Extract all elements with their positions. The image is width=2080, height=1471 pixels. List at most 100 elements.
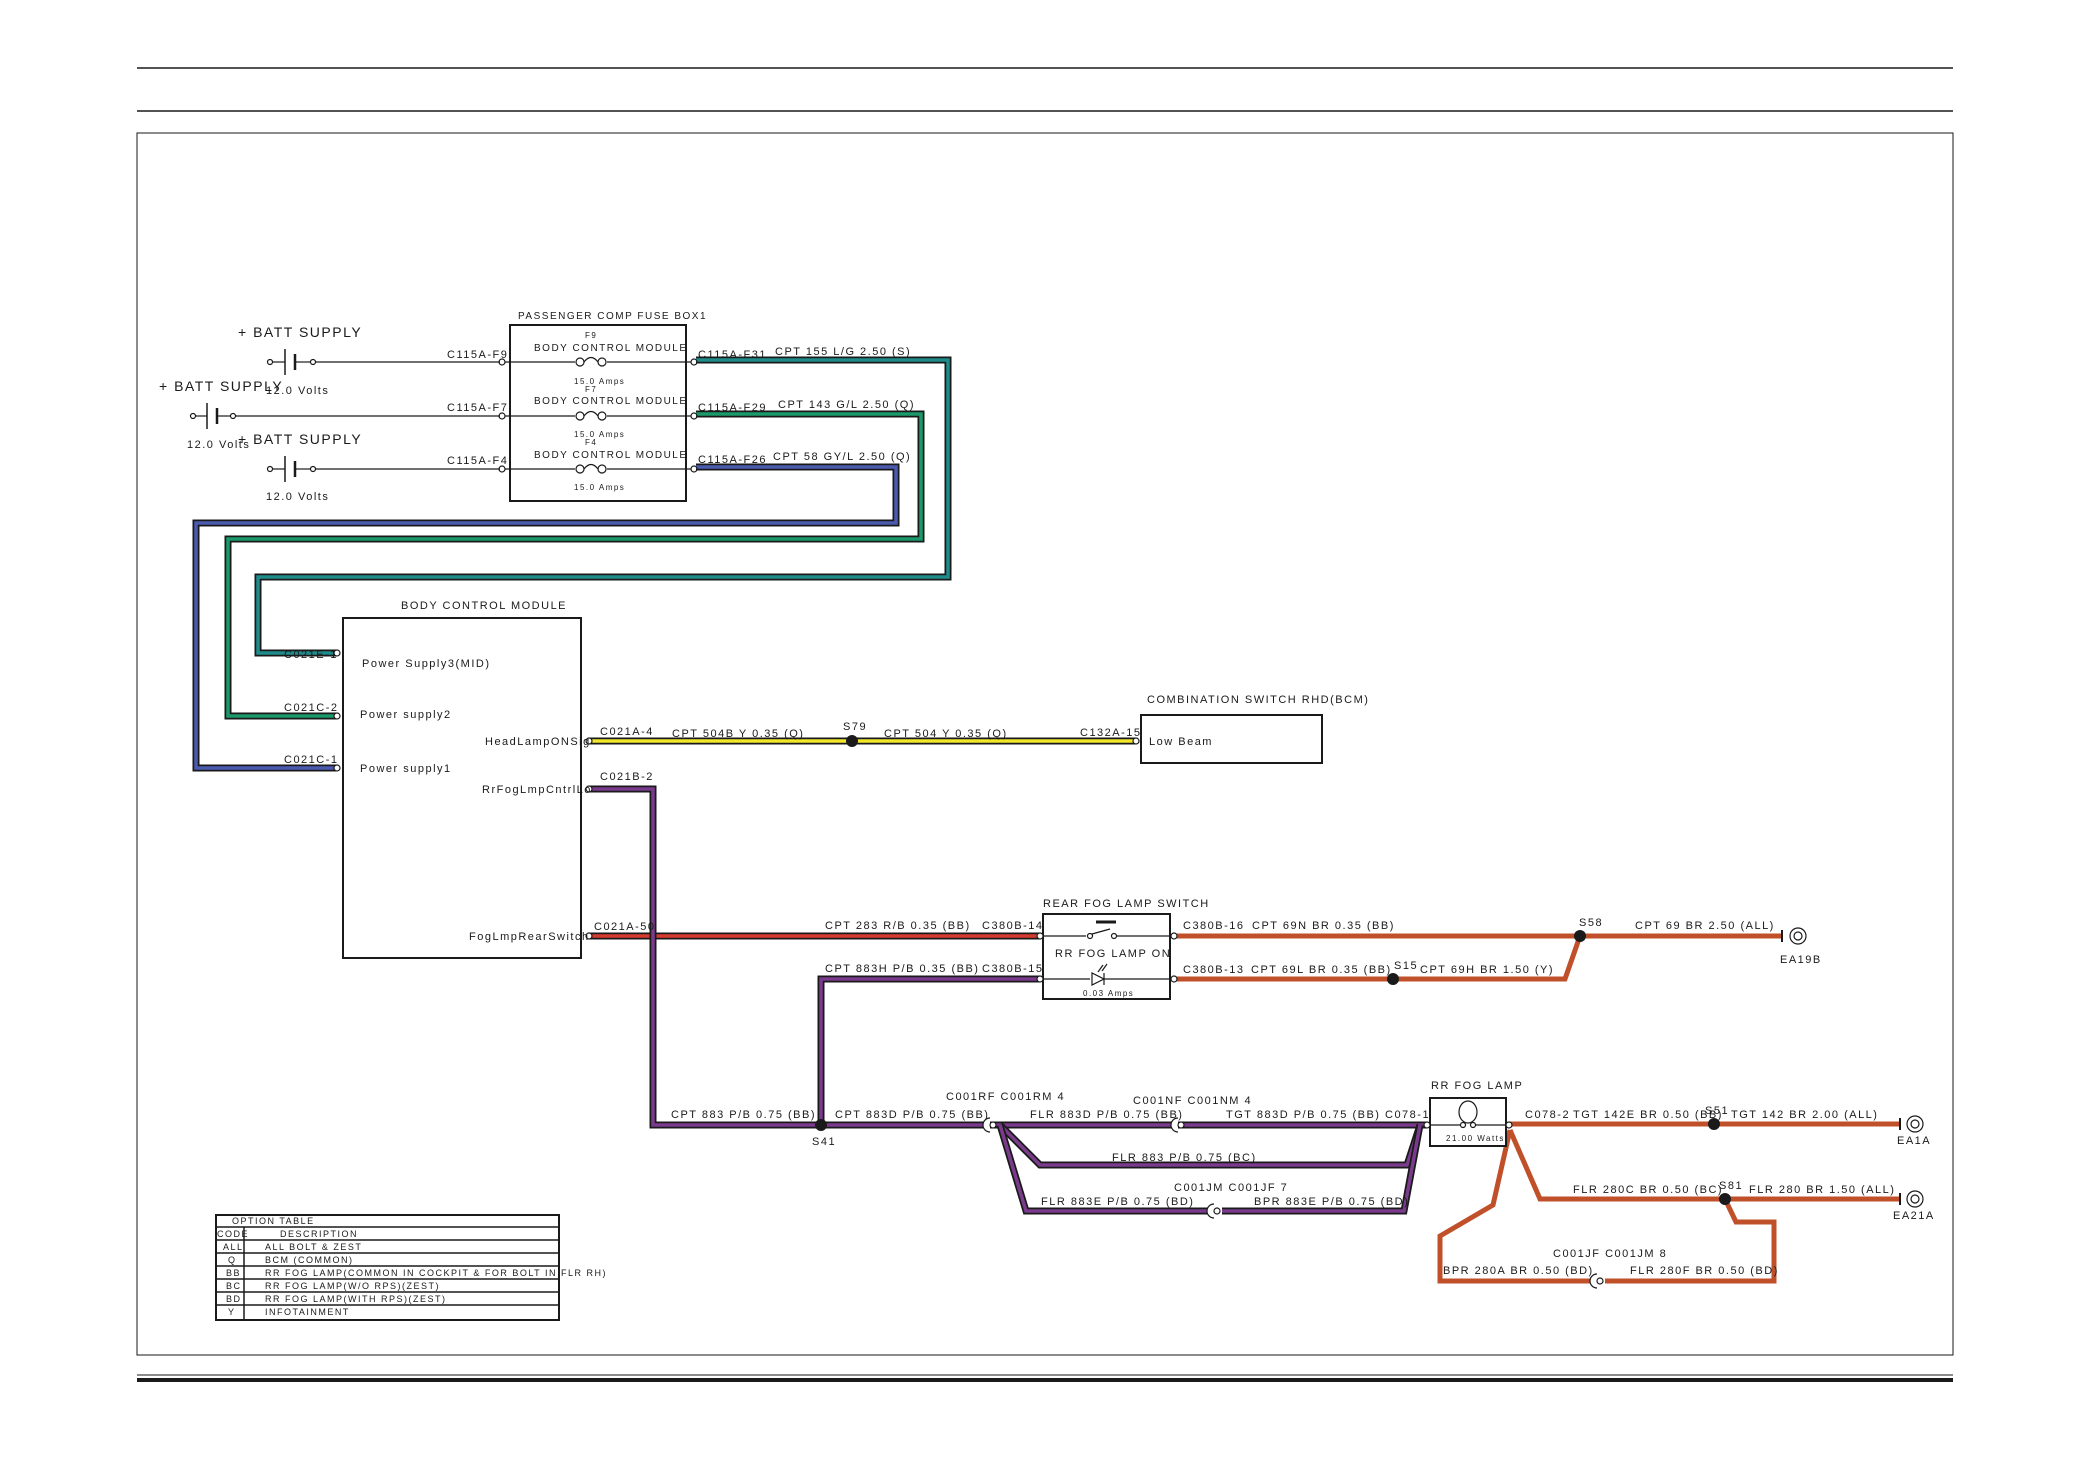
wire-142-label: TGT 142 BR 2.00 (ALL) xyxy=(1731,1109,1878,1121)
fog-conn-a50: C021A-50 xyxy=(594,921,656,933)
fusebox-title: PASSENGER COMP FUSE BOX1 xyxy=(518,311,707,322)
wire-58-label: CPT 58 GY/L 2.50 (Q) xyxy=(773,451,911,463)
wire-flr883-label: FLR 883 P/B 0.75 (BC) xyxy=(1112,1152,1257,1164)
pin-c132 xyxy=(1132,737,1140,745)
option-table-title: OPTION TABLE xyxy=(232,1216,315,1226)
bcm-headlamp-pin: HeadLampONSig xyxy=(485,736,591,748)
connector-c001jm xyxy=(1206,1203,1221,1219)
option-table-code: Q xyxy=(228,1255,237,1265)
wire-883d-label: CPT 883D P/B 0.75 (BB) xyxy=(835,1109,989,1121)
splice-s15 xyxy=(1387,973,1399,985)
splice-s79 xyxy=(846,735,858,747)
rr-fog-lamp-pins xyxy=(1423,1121,1513,1129)
wire-155-lg xyxy=(254,356,952,657)
fuse-f9-label: BODY CONTROL MODULE xyxy=(534,343,688,354)
combination-switch-low-beam: Low Beam xyxy=(1149,736,1213,748)
option-table-desc: RR FOG LAMP(WITH RPS)(ZEST) xyxy=(265,1294,447,1304)
wire-69l-label: CPT 69L BR 0.35 (BB) xyxy=(1251,964,1392,976)
combination-switch-frame xyxy=(1140,714,1323,764)
conn-c001jf: C001JF C001JM 8 xyxy=(1553,1248,1667,1260)
rr-fog-lamp-bulb xyxy=(1431,1100,1505,1129)
bcm-frame xyxy=(342,617,582,959)
wire-883h-label: CPT 883H P/B 0.35 (BB) xyxy=(825,963,979,975)
wire-280a-label: BPR 280A BR 0.50 (BD) xyxy=(1443,1265,1594,1277)
conn-c078-2: C078-2 xyxy=(1525,1109,1570,1121)
option-table-desc: RR FOG LAMP(W/O RPS)(ZEST) xyxy=(265,1281,440,1291)
fuse-f9-conn-in: C115A-F9 xyxy=(447,349,508,361)
fuse-f7-label: BODY CONTROL MODULE xyxy=(534,396,688,407)
wire-142e-label: TGT 142E BR 0.50 (BB) xyxy=(1573,1109,1723,1121)
bcm-power-supply-3: Power Supply3(MID) xyxy=(362,658,490,670)
headlamp-conn-a4: C021A-4 xyxy=(600,726,654,738)
wire-280f-label: FLR 280F BR 0.50 (BD) xyxy=(1630,1265,1779,1277)
option-table-code: BD xyxy=(226,1294,242,1304)
wire-143-gl xyxy=(224,410,925,720)
wire-283-label: CPT 283 R/B 0.35 (BB) xyxy=(825,920,971,932)
bcm-power-supply-2: Power supply2 xyxy=(360,709,452,721)
connector-c001nf xyxy=(1170,1117,1185,1133)
rear-fog-switch-frame xyxy=(1042,913,1171,1000)
option-table-code: BB xyxy=(226,1268,241,1278)
wire-69-br xyxy=(1176,933,1782,982)
bcm-conn-e1: C021E-1 xyxy=(284,649,338,661)
bcm-pins xyxy=(333,649,593,940)
wire-143-label: CPT 143 G/L 2.50 (Q) xyxy=(778,399,915,411)
fuse-f31-conn-out: C115A-F31 xyxy=(698,349,767,361)
fuse-f29-conn-out: C115A-F29 xyxy=(698,402,767,414)
rear-fog-switch-text: RR FOG LAMP ON xyxy=(1055,948,1171,960)
fog-conn-b14: C380B-14 xyxy=(982,920,1044,932)
fog-conn-b16: C380B-16 xyxy=(1183,920,1245,932)
option-table-header-code: CODE xyxy=(217,1229,249,1239)
fuse-f7-amps: 15.0 Amps xyxy=(574,430,625,439)
bcm-fogsw-pin: FogLmpRearSwitch xyxy=(469,931,590,943)
wire-883-pb xyxy=(588,785,1426,1215)
wire-58-gyl xyxy=(192,463,900,772)
option-table-desc: ALL BOLT & ZEST xyxy=(265,1242,362,1252)
fog-conn-b2: C021B-2 xyxy=(600,771,654,783)
wire-142-280-br xyxy=(1437,1121,1900,1284)
splice-s79-label: S79 xyxy=(843,721,867,733)
splice-s15-label: S15 xyxy=(1394,960,1418,972)
bcm-title: BODY CONTROL MODULE xyxy=(401,600,567,612)
batt-supply-3-label: + BATT SUPPLY xyxy=(238,431,362,447)
ground-ea1a xyxy=(1899,1115,1924,1133)
bcm-conn-c1: C021C-1 xyxy=(284,754,339,766)
wire-69h-label: CPT 69H BR 1.50 (Y) xyxy=(1420,964,1554,976)
fuse-f4-name: F4 xyxy=(585,438,597,447)
option-table-code: Y xyxy=(228,1307,236,1317)
wire-280c-label: FLR 280C BR 0.50 (BC) xyxy=(1573,1184,1723,1196)
page-frame xyxy=(136,67,1954,1382)
batt-supply-1-label: + BATT SUPPLY xyxy=(238,324,362,340)
fuse-f4-amps: 15.0 Amps xyxy=(574,483,625,492)
splice-s58 xyxy=(1574,930,1586,942)
bcm-power-supply-1: Power supply1 xyxy=(360,763,452,775)
splice-s81 xyxy=(1719,1193,1731,1205)
rear-fog-switch-symbol xyxy=(1044,920,1169,986)
splice-s41 xyxy=(815,1119,827,1131)
fog-conn-b15: C380B-15 xyxy=(982,963,1044,975)
option-table-header-desc: DESCRIPTION xyxy=(280,1229,358,1239)
splice-s41-label: S41 xyxy=(812,1136,836,1148)
wire-bpr883e-label: BPR 883E P/B 0.75 (BD) xyxy=(1254,1196,1409,1208)
wire-flr883d-label: FLR 883D P/B 0.75 (BB) xyxy=(1030,1109,1183,1121)
ground-ea21a xyxy=(1899,1190,1924,1208)
ground-ea19b-label: EA19B xyxy=(1780,954,1822,966)
fog-conn-b13: C380B-13 xyxy=(1183,964,1245,976)
headlamp-conn-c132: C132A-15 xyxy=(1080,727,1142,739)
option-table-desc: BCM (COMMON) xyxy=(265,1255,354,1265)
batt-supply-1 xyxy=(266,349,500,375)
fuse-f4-conn-in: C115A-F4 xyxy=(447,455,508,467)
wire-504b-label: CPT 504B Y 0.35 (Q) xyxy=(672,728,804,740)
batt-supply-3-volts: 12.0 Volts xyxy=(266,491,329,503)
fusebox-frame xyxy=(509,324,687,502)
batt-supply-2 xyxy=(189,403,500,429)
splice-s51-label: S51 xyxy=(1705,1105,1729,1117)
bcm-rrfog-pin: RrFogLmpCntrlLo xyxy=(482,784,592,796)
wire-883-label: CPT 883 P/B 0.75 (BB) xyxy=(671,1109,816,1121)
option-table-desc: INFOTAINMENT xyxy=(265,1307,350,1317)
splice-s51 xyxy=(1708,1118,1720,1130)
combination-switch-title: COMBINATION SWITCH RHD(BCM) xyxy=(1147,694,1369,706)
rr-fog-lamp-title: RR FOG LAMP xyxy=(1431,1080,1523,1092)
rear-fog-switch-pins xyxy=(1036,932,1178,983)
